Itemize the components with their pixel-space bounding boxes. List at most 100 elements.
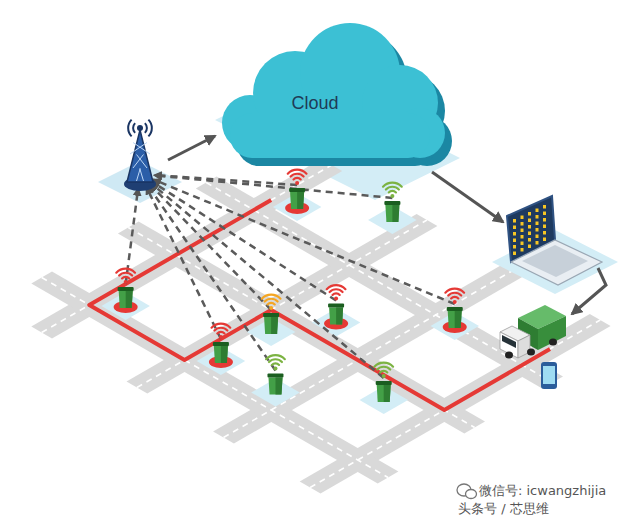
binary-digit: [521, 235, 524, 239]
binary-digit: [536, 235, 539, 239]
cell-tower: [124, 120, 156, 191]
bin-side: [297, 192, 304, 209]
road: [31, 272, 398, 484]
wifi-arc: [445, 289, 464, 293]
truck-body-side: [538, 316, 566, 350]
bin-lid: [328, 304, 344, 308]
bin-tile: [360, 386, 409, 414]
binary-digit: [528, 212, 531, 216]
smart-bin: [114, 269, 138, 313]
tower-wave: [145, 123, 147, 133]
binary-digit: [543, 238, 546, 242]
signal-link: [154, 175, 392, 198]
bin-body: [264, 317, 278, 334]
wifi-arc: [119, 273, 132, 276]
bin-lid: [263, 313, 279, 317]
smart-bin: [285, 170, 309, 214]
wechat-icon: [457, 484, 477, 499]
wifi-dot: [269, 306, 273, 310]
cab-side: [518, 335, 530, 358]
laptop-keys: [522, 245, 588, 277]
wifi-arc: [380, 371, 387, 373]
wifi-dot: [273, 367, 277, 371]
binary-digit: [513, 226, 516, 230]
wifi-arc: [217, 332, 224, 334]
binary-digit: [536, 241, 539, 245]
laptop-base: [511, 240, 602, 285]
truck-wheel: [505, 352, 513, 359]
wifi-arc: [291, 174, 304, 177]
binary-digit: [543, 212, 546, 216]
bin-lid: [118, 287, 134, 291]
bin-side: [126, 291, 133, 308]
bin-tile: [251, 379, 300, 407]
laptop: [492, 196, 618, 294]
tower-brace: [130, 143, 147, 155]
tower-wave: [148, 120, 151, 137]
cab-window: [502, 335, 516, 348]
cloud-layer: [222, 23, 445, 158]
bin-side: [392, 205, 399, 222]
wifi-dot: [295, 181, 299, 185]
binary-digit: [528, 232, 531, 236]
road-centerline: [137, 220, 427, 388]
binary-digit: [528, 219, 531, 223]
binary-digit: [521, 242, 524, 246]
watermark: 头条号 / 芯思维: [458, 501, 549, 517]
road: [196, 177, 563, 389]
smart-bin: [266, 355, 285, 394]
tower-wave: [128, 120, 131, 137]
wifi-arc: [374, 363, 393, 367]
binary-digit: [513, 232, 516, 236]
signal-links: [126, 175, 455, 378]
binary-digit: [528, 225, 531, 229]
wifi-arc: [122, 277, 129, 279]
tower-brace: [133, 155, 143, 169]
wechat-bubble: [466, 490, 477, 499]
bin-lid: [384, 201, 400, 205]
binary-digit: [528, 245, 531, 249]
bin-tile: [197, 347, 246, 375]
wifi-dot: [334, 297, 338, 301]
wifi-arc: [268, 303, 275, 305]
binary-digit: [521, 216, 524, 220]
bin-body: [290, 192, 304, 209]
wifi-dot: [390, 194, 394, 198]
smart-bin: [324, 285, 348, 329]
binary-digit: [543, 218, 546, 222]
wifi-arc: [448, 293, 461, 296]
bin-body: [329, 308, 343, 325]
bin-tile: [273, 193, 322, 221]
collection-route: [89, 200, 550, 410]
wifi-arc: [294, 178, 301, 180]
tower-brace: [137, 169, 141, 182]
watermark: 微信号: icwangzhijia: [479, 483, 606, 499]
wifi-dot: [382, 374, 386, 378]
smart-bin: [443, 289, 467, 333]
wifi-dot: [219, 335, 223, 339]
truck-wheel: [527, 349, 535, 356]
bin-side: [336, 308, 343, 325]
bin-body: [448, 311, 462, 328]
wifi-arc: [327, 285, 346, 289]
binary-digit: [513, 219, 516, 223]
bin-lid: [447, 307, 463, 311]
bin-side: [384, 385, 391, 402]
smart-bin: [374, 363, 393, 402]
binary-digit: [536, 209, 539, 213]
cloud-label: Cloud: [291, 93, 338, 114]
wifi-arc: [383, 183, 402, 187]
bin-lid: [289, 188, 305, 192]
wifi-arc: [265, 299, 278, 302]
smart-bins: [114, 170, 467, 402]
bin-body: [269, 378, 283, 395]
bin-side: [455, 311, 462, 328]
cloud-node: Cloud: [210, 18, 450, 178]
bin-body: [119, 291, 133, 308]
binary-digit: [521, 229, 524, 233]
smart-bin: [262, 295, 281, 334]
binary-digit: [521, 248, 524, 252]
bin-tiles: [101, 193, 479, 414]
binary-digit: [543, 205, 546, 209]
